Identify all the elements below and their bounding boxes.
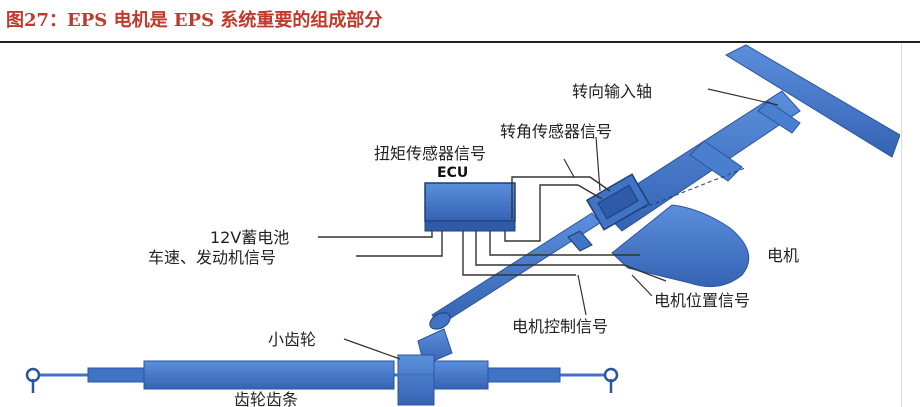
label-pinion: 小齿轮 (268, 330, 316, 349)
caption-rule (0, 41, 920, 43)
label-vehicle-speed-engine-signal: 车速、发动机信号 (148, 248, 276, 267)
intermediate-shaft (429, 212, 601, 330)
eps-diagram: ECU 转向输入轴 转角传感器信号 扭矩传感器信号 12V蓄电池 车速、发动机信… (25, 44, 900, 407)
label-motor: 电机 (767, 246, 799, 265)
label-motor-control-signal: 电机控制信号 (512, 317, 608, 336)
ecu: ECU (424, 165, 516, 232)
right-border-strip (901, 43, 920, 407)
label-steering-input-shaft: 转向输入轴 (572, 82, 652, 101)
steering-column (599, 90, 801, 232)
leader-lines (343, 88, 779, 360)
label-torque-sensor-signal: 扭矩传感器信号 (374, 144, 486, 163)
steering-wheel (724, 44, 900, 158)
label-rack: 齿轮齿条 (234, 390, 298, 407)
wiring (318, 176, 667, 282)
motor-body (585, 173, 750, 288)
figure-caption: 图27：EPS 电机是 EPS 系统重要的组成部分 (6, 10, 383, 31)
label-battery-12v: 12V蓄电池 (210, 228, 289, 247)
pinion-housing (397, 328, 453, 406)
label-motor-position-signal: 电机位置信号 (654, 291, 750, 310)
rack (25, 360, 619, 393)
ecu-label: ECU (437, 165, 468, 181)
label-steering-angle-sensor-signal: 转角传感器信号 (500, 122, 612, 141)
